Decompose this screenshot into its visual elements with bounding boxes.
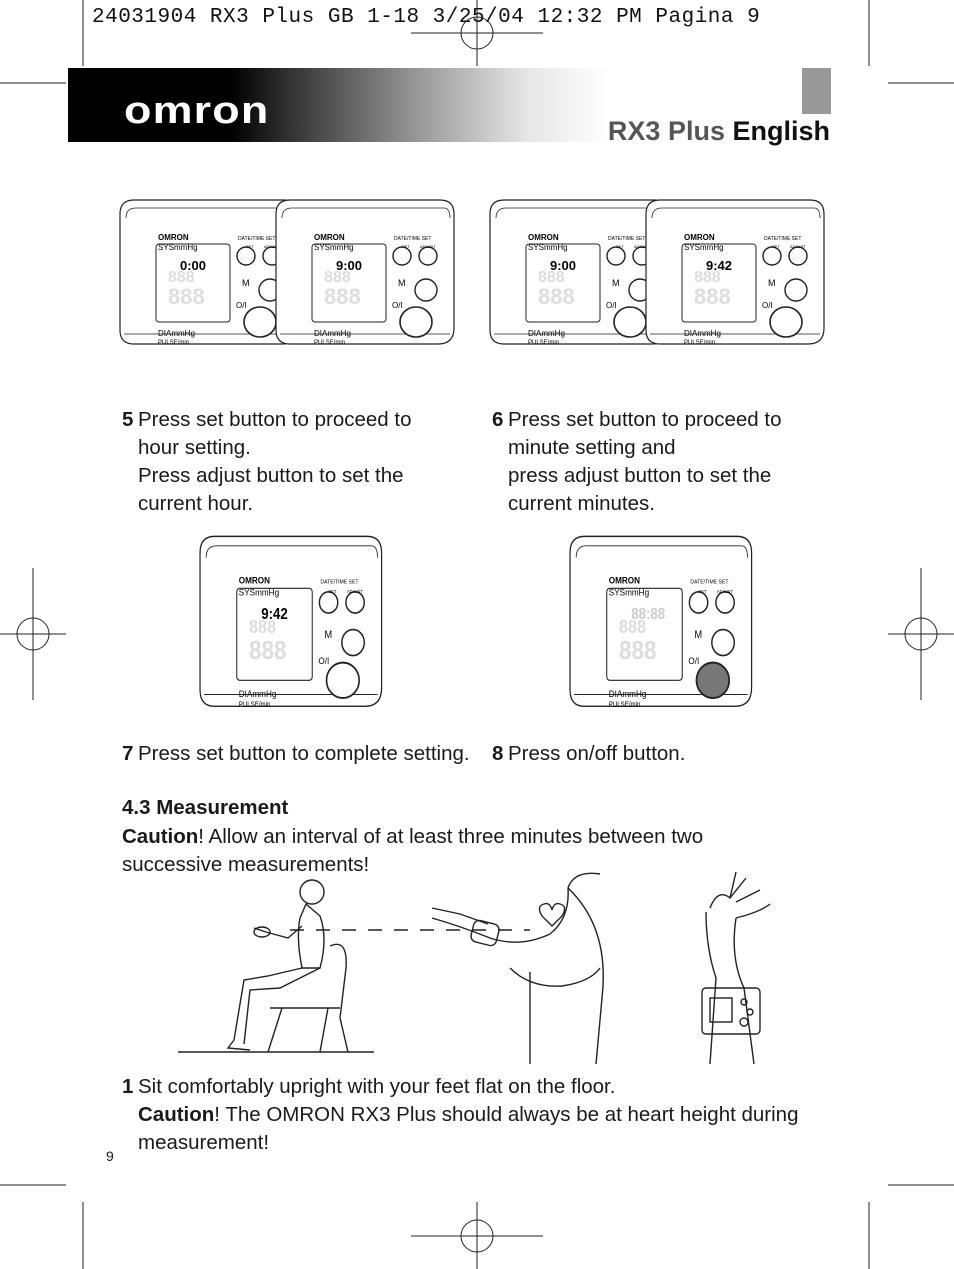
svg-text:DIAmmHg: DIAmmHg [239,688,277,699]
svg-text:SYSmmHg: SYSmmHg [528,243,568,252]
svg-text:ADJUST: ADJUST [347,589,363,594]
svg-text:SET: SET [402,244,410,249]
svg-text:SYSmmHg: SYSmmHg [239,587,279,598]
page-number: 9 [106,1148,114,1164]
svg-text:O/I: O/I [236,301,247,310]
svg-text:PULSE/min: PULSE/min [314,340,345,346]
svg-text:M: M [768,278,776,288]
svg-text:DIAmmHg: DIAmmHg [684,329,721,338]
omron-logo: omron [124,90,270,132]
svg-text:ADJUST: ADJUST [717,589,733,594]
posture-illustration [178,871,771,1065]
svg-text:ADJUST: ADJUST [790,244,806,249]
svg-text:O/I: O/I [318,655,329,666]
step8-device: OMRON SYSmmHg DATE/TIME SET SET ADJUST M… [569,535,753,708]
svg-text:M: M [612,278,620,288]
svg-text:DIAmmHg: DIAmmHg [528,329,565,338]
svg-text:M: M [398,278,406,288]
svg-text:SYSmmHg: SYSmmHg [684,243,724,252]
svg-text:M: M [324,629,332,641]
svg-text:SET: SET [246,244,254,249]
svg-text:SET: SET [329,589,337,594]
svg-text:DIAmmHg: DIAmmHg [609,688,647,699]
product-title: RX3 Plus English [608,116,830,147]
lcd-time: 9:00 [336,258,362,273]
svg-text:PULSE/min: PULSE/min [239,701,271,708]
svg-text:SET: SET [699,589,707,594]
svg-text:M: M [242,278,250,288]
svg-text:ADJUST: ADJUST [634,244,650,249]
svg-text:DATE/TIME SET: DATE/TIME SET [690,579,729,585]
svg-text:PULSE/min: PULSE/min [684,340,715,346]
svg-text:O/I: O/I [762,301,773,310]
svg-text:DATE/TIME SET: DATE/TIME SET [608,236,645,242]
svg-text:O/I: O/I [606,301,617,310]
svg-text:PULSE/min: PULSE/min [158,340,189,346]
svg-text:OMRON: OMRON [609,575,640,586]
svg-text:SYSmmHg: SYSmmHg [158,243,198,252]
lcd-time: 0:00 [180,258,206,273]
svg-text:OMRON: OMRON [314,233,345,242]
section-tab [802,68,831,114]
svg-text:O/I: O/I [392,301,403,310]
svg-text:DIAmmHg: DIAmmHg [158,329,195,338]
svg-text:ADJUST: ADJUST [264,244,280,249]
device-brand: OMRON [158,233,189,242]
svg-text:M: M [694,629,702,641]
svg-text:ADJUST: ADJUST [420,244,436,249]
svg-text:OMRON: OMRON [528,233,559,242]
svg-text:DATE/TIME SET: DATE/TIME SET [238,236,275,242]
print-slug: 24031904 RX3 Plus GB 1-18 3/25/04 12:32 … [92,6,761,29]
language-label: English [732,116,830,146]
svg-text:DIAmmHg: DIAmmHg [314,329,351,338]
svg-text:O/I: O/I [688,655,699,666]
step6-devices: OMRON SYSmmHg DATE/TIME SET SET ADJUST M… [489,199,825,346]
product-name: RX3 Plus [607,116,725,146]
svg-text:PULSE/min: PULSE/min [609,701,641,708]
header-banner [68,68,608,142]
svg-text:SYSmmHg: SYSmmHg [609,587,649,598]
step5-devices: OMRON SYSmmHg DATE/TIME SET SET ADJUST M… [119,199,455,346]
svg-text:OMRON: OMRON [684,233,715,242]
svg-text:SET: SET [772,244,780,249]
svg-text:OMRON: OMRON [239,575,270,586]
svg-text:DATE/TIME SET: DATE/TIME SET [320,579,359,585]
svg-text:SET: SET [616,244,624,249]
section-heading: 4.3 Measurement [122,796,289,819]
lcd-time: 88:88 [631,606,665,623]
step7-device: OMRON SYSmmHg DATE/TIME SET SET ADJUST M… [199,535,383,708]
svg-text:PULSE/min: PULSE/min [528,340,559,346]
svg-text:DATE/TIME SET: DATE/TIME SET [764,236,801,242]
svg-text:DATE/TIME SET: DATE/TIME SET [394,236,431,242]
lcd-time: 9:42 [261,606,288,623]
svg-text:SYSmmHg: SYSmmHg [314,243,354,252]
lcd-time: 9:00 [550,258,576,273]
lcd-time: 9:42 [706,258,732,273]
caution-note: Caution! Allow an interval of at least t… [122,825,704,876]
